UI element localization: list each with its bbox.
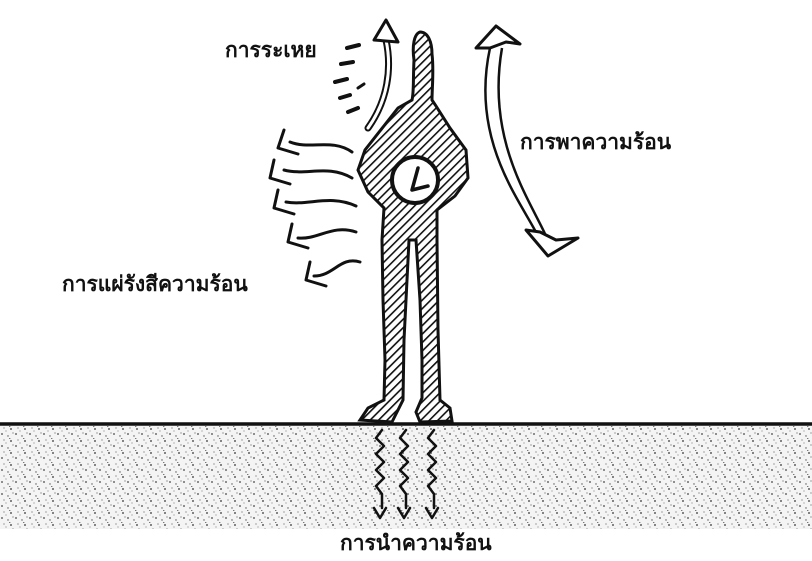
evaporation-label: การระเหย	[225, 40, 317, 61]
person-figure	[358, 32, 468, 422]
evaporation-arrow	[335, 20, 398, 128]
convection-label: การพาความร้อน	[520, 132, 671, 153]
radiation-label: การแผ่รังสีความร้อน	[62, 274, 248, 295]
radiation-arrows	[270, 130, 360, 286]
clock-icon	[392, 157, 438, 203]
conduction-label: การนำความร้อน	[340, 533, 492, 554]
